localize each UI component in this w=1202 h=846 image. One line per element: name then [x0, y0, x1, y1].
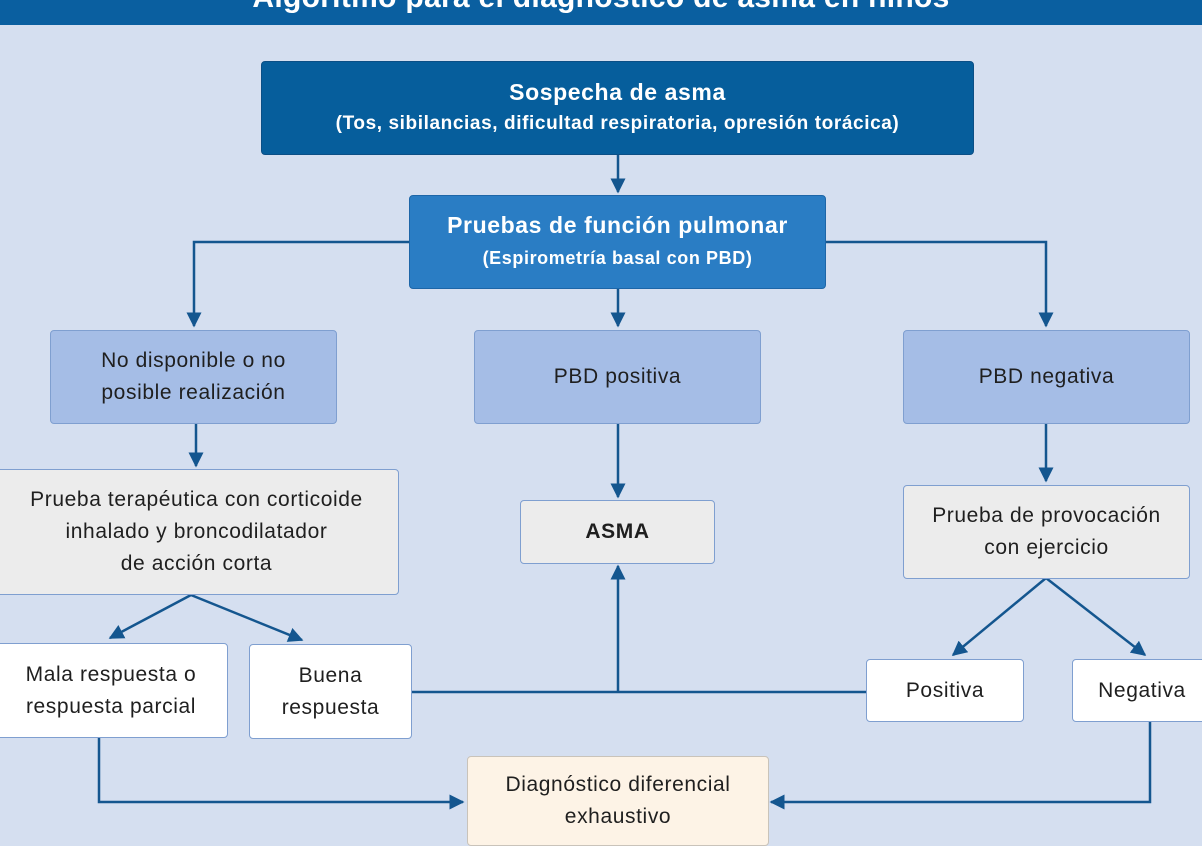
node-unavailable-line2: posible realización	[101, 381, 286, 404]
node-pulmonary-subtitle: (Espirometría basal con PBD)	[482, 248, 753, 268]
node-therapeutic-test: Prueba terapéutica con corticoide inhala…	[0, 469, 399, 595]
arrow-provocation-to-positive	[951, 577, 1047, 656]
node-pulmonary-tests: Pruebas de función pulmonar (Espirometrí…	[409, 195, 826, 289]
arrow-negative-to-differential	[769, 722, 1152, 810]
node-unavailable-line1: No disponible o no	[101, 349, 286, 372]
node-provocation-line2: con ejercicio	[984, 536, 1109, 559]
node-suspicion: Sospecha de asma (Tos, sibilancias, difi…	[261, 61, 974, 155]
arrow-bad-response-to-differential	[97, 738, 465, 810]
node-provocation-test: Prueba de provocación con ejercicio	[903, 485, 1190, 579]
node-positive: Positiva	[866, 659, 1024, 722]
arrow-pulmonary-to-pbd-negative	[825, 240, 1054, 328]
node-differential-line1: Diagnóstico diferencial	[505, 773, 731, 796]
node-positive-label: Positiva	[905, 678, 985, 702]
node-therapeutic-line2: inhalado y broncodilatador	[65, 520, 328, 543]
node-bad-response: Mala respuesta o respuesta parcial	[0, 643, 228, 738]
node-bad-response-line1: Mala respuesta o	[25, 662, 197, 686]
arrow-therapeutic-to-good-response	[190, 593, 304, 642]
node-pbd-negative: PBD negativa	[903, 330, 1190, 424]
node-good-response-line1: Buena	[298, 663, 363, 687]
node-provocation-line1: Prueba de provocación	[932, 504, 1161, 527]
node-therapeutic-line1: Prueba terapéutica con corticoide	[30, 488, 363, 511]
node-good-response: Buena respuesta	[249, 644, 412, 739]
node-negative-label: Negativa	[1098, 678, 1186, 702]
node-suspicion-title: Sospecha de asma	[509, 79, 726, 105]
diagram-title-bar: Algoritmo para el diagnóstico de asma en…	[0, 0, 1202, 25]
node-unavailable: No disponible o no posible realización	[50, 330, 337, 424]
diagram-title: Algoritmo para el diagnóstico de asma en…	[0, 0, 1202, 16]
node-asthma: ASMA	[520, 500, 715, 564]
node-asthma-label: ASMA	[585, 520, 650, 543]
arrow-pulmonary-to-unavailable	[186, 240, 410, 328]
node-negative: Negativa	[1072, 659, 1202, 722]
node-pbd-negative-label: PBD negativa	[978, 365, 1115, 388]
node-pulmonary-title: Pruebas de función pulmonar	[447, 212, 788, 238]
arrow-provocation-to-negative	[1045, 577, 1147, 656]
node-differential-line2: exhaustivo	[564, 805, 672, 828]
node-good-response-line2: respuesta	[281, 695, 380, 719]
node-pbd-positive: PBD positiva	[474, 330, 761, 424]
node-therapeutic-line3: de acción corta	[120, 552, 273, 575]
node-bad-response-line2: respuesta parcial	[25, 694, 197, 718]
node-differential-diagnosis: Diagnóstico diferencial exhaustivo	[467, 756, 769, 846]
arrow-therapeutic-to-bad-response	[108, 593, 192, 640]
node-pbd-positive-label: PBD positiva	[553, 365, 682, 388]
node-suspicion-subtitle: (Tos, sibilancias, dificultad respirator…	[335, 113, 900, 134]
